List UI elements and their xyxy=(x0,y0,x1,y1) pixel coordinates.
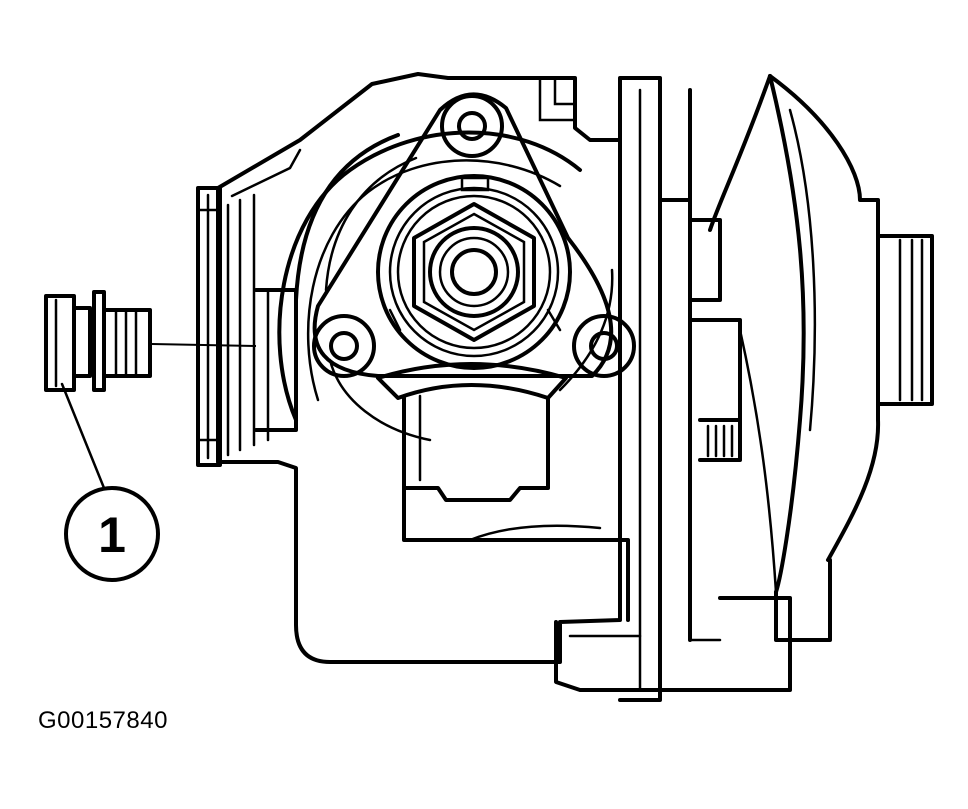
callout-1: 1 xyxy=(60,382,160,582)
callout-1-leader xyxy=(60,382,106,490)
callout-1-label: 1 xyxy=(98,507,126,563)
housing-body xyxy=(216,72,622,664)
bolt-part xyxy=(44,290,152,392)
alignment-line xyxy=(151,343,257,347)
triangular-flange xyxy=(312,92,636,378)
right-cover-dome xyxy=(688,74,934,594)
figure-id: G00157840 xyxy=(38,707,168,734)
callout-1-circle xyxy=(64,486,160,582)
center-nut-assembly xyxy=(376,174,572,370)
right-mount-frame xyxy=(554,76,832,702)
bore-rings xyxy=(277,130,614,442)
left-flange-plate xyxy=(196,186,298,467)
lower-shoe xyxy=(376,362,630,622)
